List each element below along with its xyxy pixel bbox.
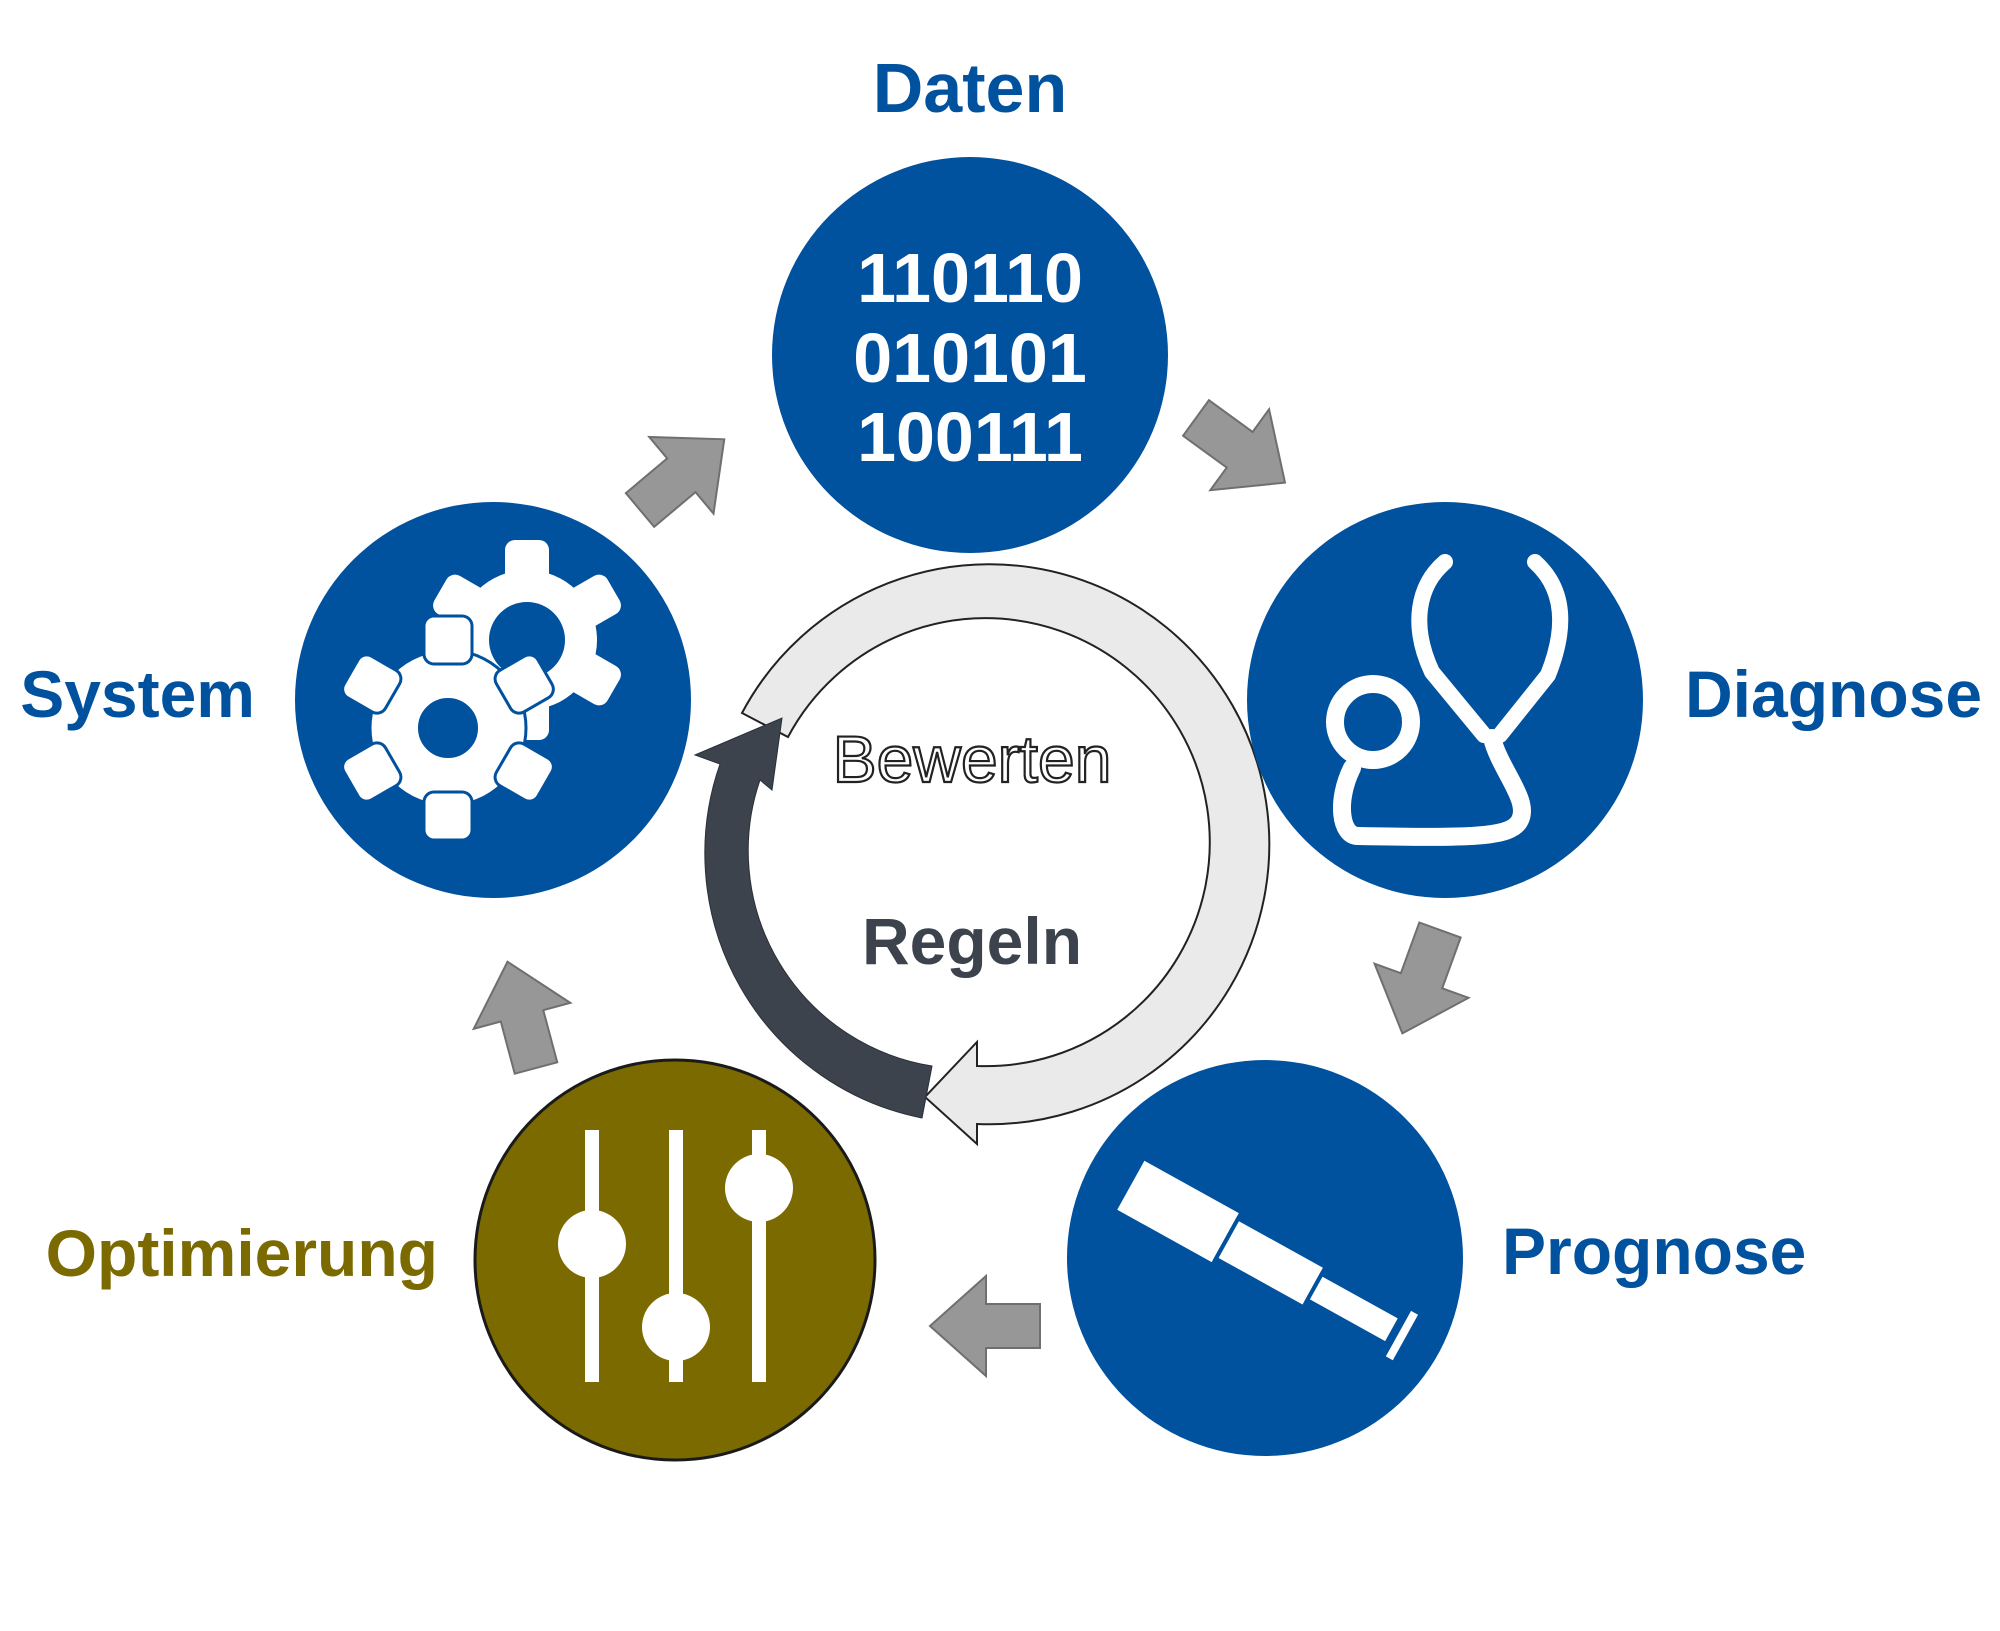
optimierung-label: Optimierung	[46, 1216, 438, 1290]
telescope-icon	[1111, 1155, 1419, 1361]
node-diagnose: Diagnose	[1247, 502, 1982, 898]
binary-digits: 110110 010101 100111	[853, 239, 1087, 476]
light-cycle-ring	[740, 563, 1271, 1147]
process-arrows	[471, 398, 1471, 1379]
center-outer-label: Bewerten	[833, 722, 1112, 796]
binary-row-2: 010101	[853, 319, 1087, 397]
node-optimierung: Optimierung	[46, 1058, 877, 1462]
node-daten: 110110 010101 100111 Daten	[772, 49, 1168, 553]
dark-cycle-ring	[693, 717, 933, 1119]
arrow-daten-to-diagnose	[1181, 398, 1287, 492]
gears-icon	[341, 540, 621, 842]
node-prognose: Prognose	[1067, 1060, 1806, 1456]
daten-circle	[772, 157, 1168, 553]
binary-row-3: 100111	[857, 398, 1083, 476]
diagnose-label: Diagnose	[1685, 657, 1982, 731]
prognose-label: Prognose	[1502, 1214, 1806, 1288]
system-label: System	[20, 657, 255, 731]
arrow-optimierung-to-system	[471, 960, 573, 1075]
center-cycle: Bewerten Regeln	[693, 563, 1271, 1147]
arrow-diagnose-to-prognose	[1372, 921, 1471, 1035]
node-system: System	[20, 502, 691, 898]
center-inner-label: Regeln	[862, 904, 1082, 978]
sliders-icon	[558, 1130, 793, 1382]
arrow-prognose-to-optimierung	[928, 1273, 1041, 1379]
binary-row-1: 110110	[857, 239, 1083, 317]
stethoscope-icon	[1326, 554, 1569, 846]
daten-label: Daten	[873, 49, 1067, 127]
arrow-system-to-daten	[624, 435, 726, 529]
